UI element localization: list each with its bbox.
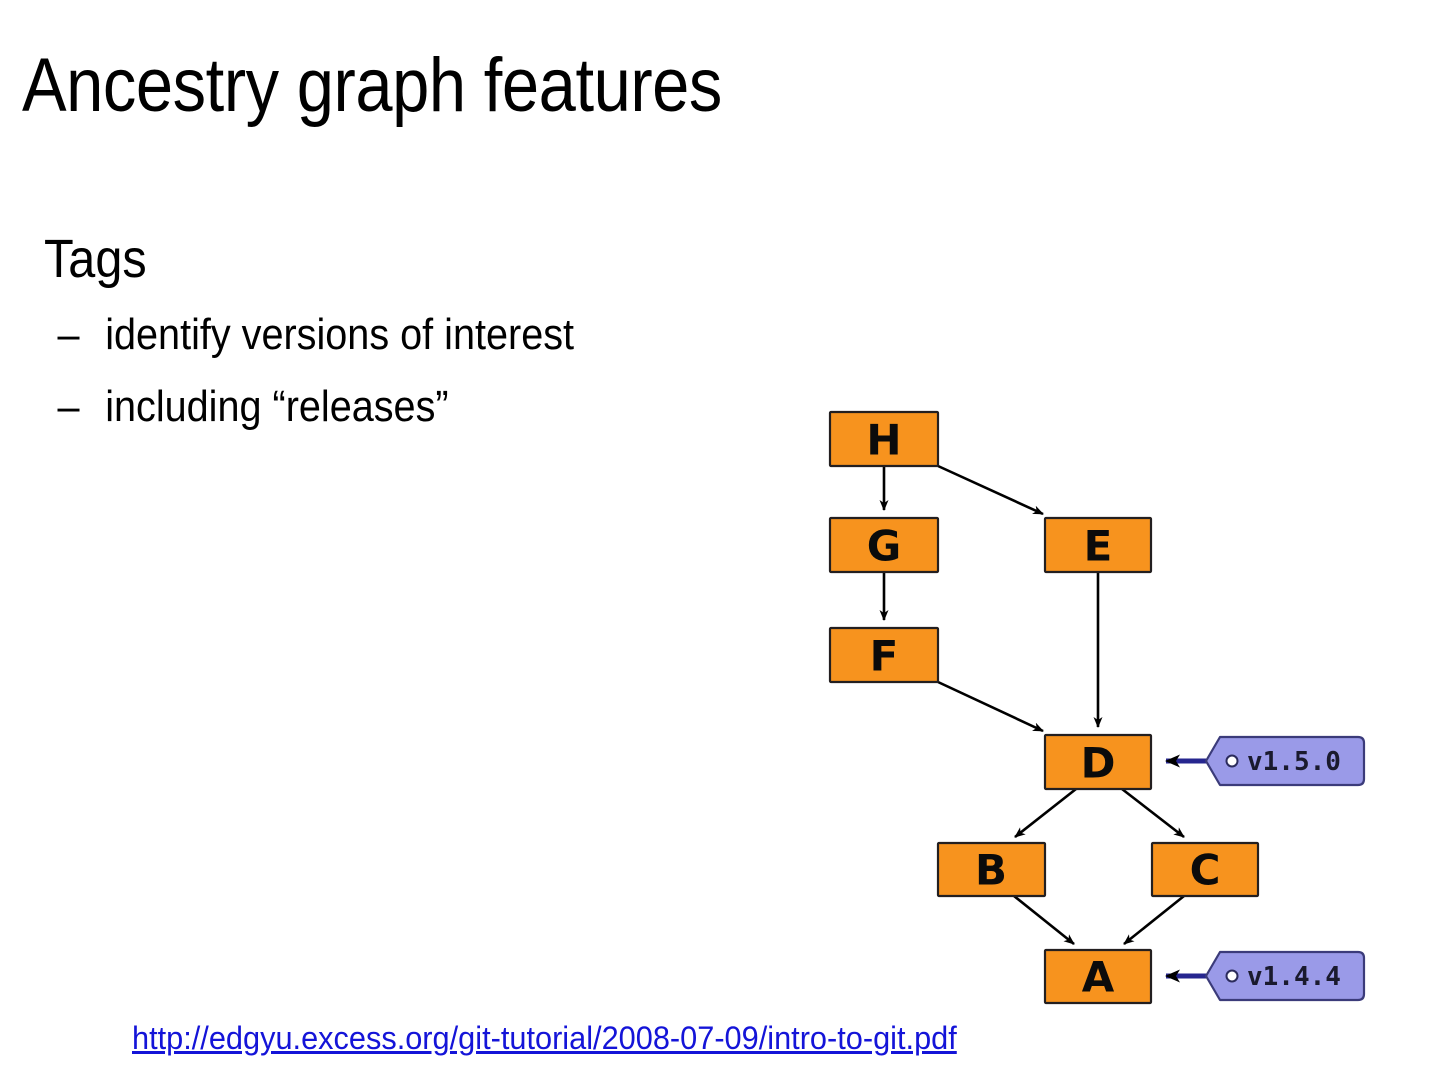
source-url-link[interactable]: http://edgyu.excess.org/git-tutorial/200… <box>132 1020 957 1056</box>
commit-node-label: H <box>866 416 901 465</box>
commit-node-label: A <box>1082 953 1115 1002</box>
tag-hole-icon <box>1225 969 1239 983</box>
tag-label: v1.5.0 <box>1247 747 1341 777</box>
bullet-item-including-releases: –including “releases” <box>44 382 764 431</box>
commit-node-D[interactable]: D <box>1043 733 1153 791</box>
commit-node-E[interactable]: E <box>1043 516 1153 574</box>
tag-hole-icon <box>1225 754 1239 768</box>
edge-H-E <box>937 464 1044 516</box>
commit-node-A[interactable]: A <box>1043 948 1153 1005</box>
tag-shape-icon <box>1204 950 1366 1002</box>
commit-node-label: F <box>870 632 899 681</box>
graph-edges <box>879 464 1185 946</box>
page-title: Ancestry graph features <box>22 43 722 128</box>
ancestry-graph-svg: H G F E D B C A <box>828 410 1366 1005</box>
tag-edges <box>1165 754 1206 983</box>
bullet-dash-icon: – <box>57 381 80 431</box>
edge-F-D <box>937 680 1044 733</box>
commit-node-G[interactable]: G <box>828 516 940 574</box>
edge-D-B <box>1014 787 1077 839</box>
tag-v144[interactable]: v1.4.4 <box>1204 950 1366 1002</box>
tag-label: v1.4.4 <box>1247 962 1341 992</box>
tag-v150[interactable]: v1.5.0 <box>1204 735 1366 787</box>
edge-B-A <box>1013 894 1075 946</box>
commit-node-label: E <box>1084 522 1113 571</box>
bullet-item-tags: Tags <box>44 229 147 289</box>
edge-C-A <box>1123 894 1185 946</box>
bullet-list: Tags –identify versions of interest –inc… <box>44 230 844 453</box>
bullet-item-label: including “releases” <box>105 381 449 431</box>
bullet-dash-icon: – <box>57 310 80 360</box>
edge-D-C <box>1121 787 1185 839</box>
commit-node-label: B <box>975 846 1007 895</box>
bullet-item-label: identify versions of interest <box>105 310 575 360</box>
ancestry-graph-figure: H G F E D B C A <box>810 400 1390 1020</box>
commit-node-label: D <box>1081 739 1116 788</box>
tag-shape-icon <box>1204 735 1366 787</box>
bullet-item-identify-versions: –identify versions of interest <box>44 310 764 359</box>
commit-node-H[interactable]: H <box>828 410 940 468</box>
commit-node-label: C <box>1190 846 1221 895</box>
commit-node-F[interactable]: F <box>828 626 940 684</box>
commit-node-label: G <box>867 522 901 571</box>
commit-node-C[interactable]: C <box>1150 841 1260 898</box>
commit-node-B[interactable]: B <box>936 841 1047 898</box>
